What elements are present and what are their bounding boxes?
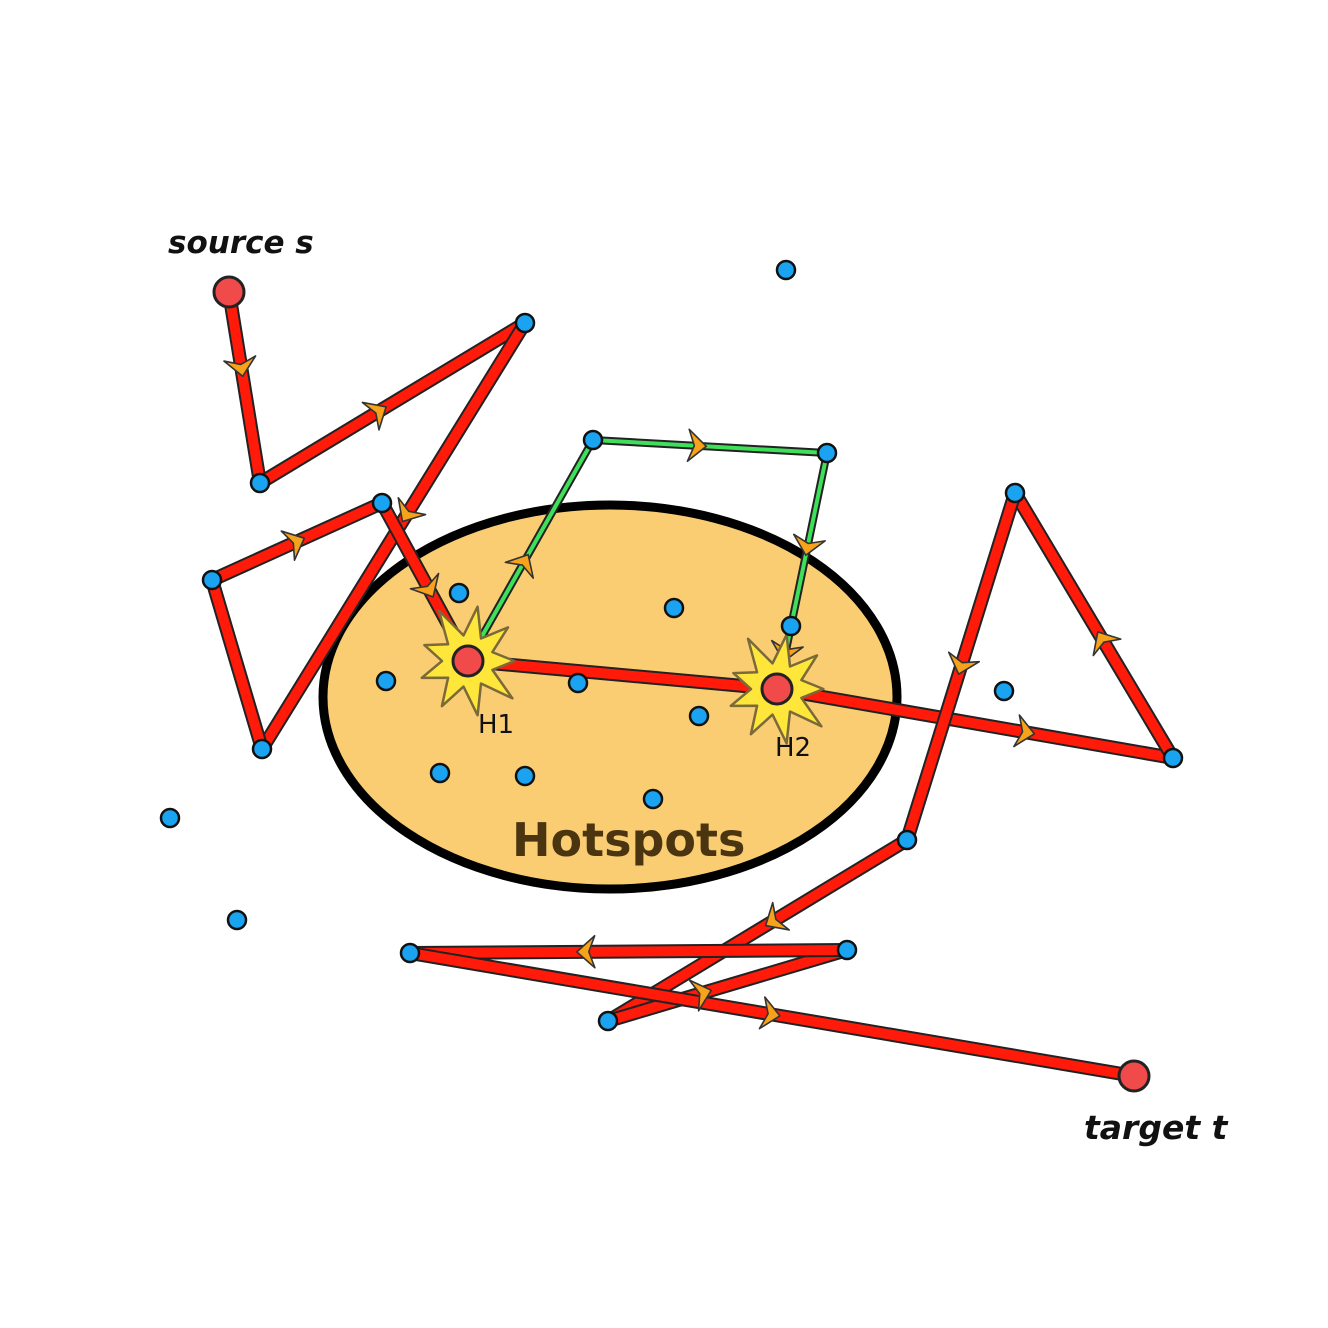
graph-node [816,442,838,464]
chevron-arrow-icon [223,355,257,378]
h1-label: H1 [478,710,514,740]
graph-node [780,615,802,637]
graph-node [514,312,536,334]
graph-node [1162,747,1184,769]
chevron-arrow-icon [686,428,708,463]
red-edge [1010,488,1178,763]
graph-node [993,680,1015,702]
chevron-arrow-icon [764,901,791,931]
chevron-arrow-icon [688,979,713,1012]
hotspot-h1-node [451,644,485,678]
graph-node [226,909,248,931]
chevron-arrow-icon [504,553,535,579]
graph-node [399,942,421,964]
red-edge [255,318,530,488]
graph-node [1004,482,1026,504]
direction-arrows [223,355,1122,1030]
chevron-arrow-icon [1013,714,1036,748]
source-node [212,275,246,309]
graph-node [371,492,393,514]
graph-node [896,829,918,851]
graph-node [448,582,470,604]
graph-node [567,672,589,694]
hotspot-h2-node [760,672,794,706]
chevron-arrow-icon [792,533,826,557]
graph-node [642,788,664,810]
graph-node [775,259,797,281]
chevron-arrow-icon [361,401,387,431]
hotspots-label: Hotspots [512,813,745,867]
chevron-arrow-icon [947,651,981,675]
green-edge [466,438,595,663]
graph-node [582,429,604,451]
h2-label: H2 [775,733,811,763]
red-edge [463,656,782,694]
red-edge [224,287,265,488]
graph-node [201,569,223,591]
graph-node [159,807,181,829]
chevron-arrow-icon [576,934,596,969]
chevron-arrow-icon [758,996,781,1030]
red-edge [207,575,267,754]
graph-node [836,939,858,961]
red-edge [603,945,852,1026]
chevron-arrow-icon [397,496,427,523]
graph-node [251,738,273,760]
source-label: source s [168,225,314,261]
graph-node [514,765,536,787]
red-edge [772,684,1178,763]
graph-node [429,762,451,784]
graph-nodes [159,259,1184,1093]
chevron-arrow-icon [1092,631,1122,657]
graph-node [663,597,685,619]
red-edge [405,945,852,958]
graph-node [597,1010,619,1032]
graph-node [375,670,397,692]
hotspot-region [318,500,902,894]
graph-node [688,705,710,727]
target-label: target t [1084,1108,1229,1147]
chevron-arrow-icon [409,572,440,598]
target-node [1117,1059,1151,1093]
chevron-arrow-icon [280,530,306,562]
green-edge [591,438,829,455]
graph-node [249,472,271,494]
